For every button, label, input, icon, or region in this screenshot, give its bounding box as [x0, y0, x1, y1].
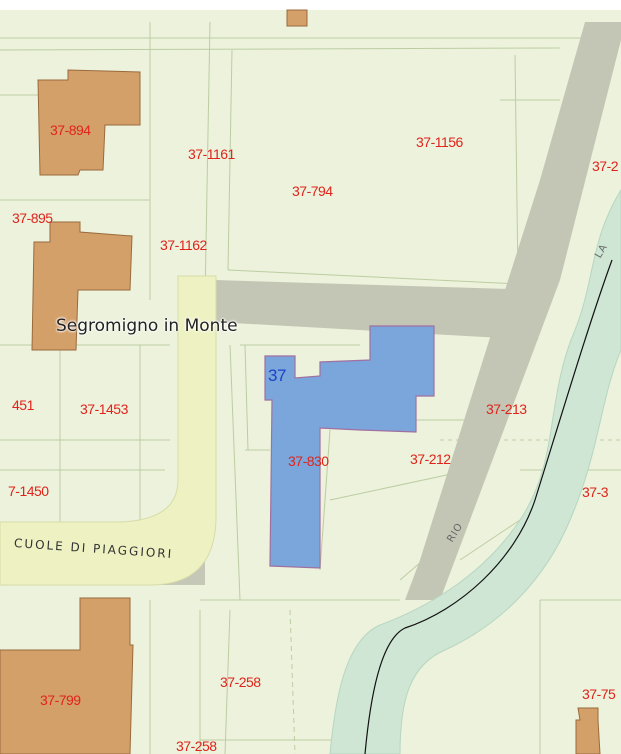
parcel-label: 37-2 [592, 158, 619, 174]
road-main [215, 280, 540, 340]
parcel-lines [0, 21, 621, 754]
parcel-label: 37-3 [582, 484, 609, 500]
parcel-label: 37-1453 [80, 401, 128, 417]
parcel-label: 37-794 [292, 183, 333, 199]
buildings [0, 9, 601, 754]
parcel-label: 37-895 [12, 210, 53, 226]
parcel-label: 37-258 [176, 738, 217, 754]
parcel-label: 37-75 [582, 686, 616, 702]
river-area [329, 189, 621, 754]
parcel-label: 451 [12, 397, 34, 413]
parcel-label: 37-830 [288, 453, 329, 469]
parcel-label: 37-213 [486, 401, 527, 417]
parcel-label: 37-799 [40, 692, 81, 708]
parcel-label: 37-212 [410, 451, 451, 467]
parcel-label: 37-1162 [160, 237, 207, 253]
river-line [364, 259, 613, 754]
parcel-label: 37-1161 [188, 146, 235, 162]
parcel-label: 7-1450 [8, 483, 49, 499]
parcel-label: 37-258 [220, 674, 261, 690]
road-diagonal [405, 22, 621, 600]
highlight-parcel-label: 37 [268, 366, 286, 385]
parcel-label: 37-894 [50, 122, 91, 138]
parcel-label: 37-1156 [416, 134, 463, 150]
place-name-label: Segromigno in Monte [56, 316, 238, 336]
street-piaggiori [0, 275, 217, 586]
highlighted-parcel[interactable] [264, 325, 435, 569]
